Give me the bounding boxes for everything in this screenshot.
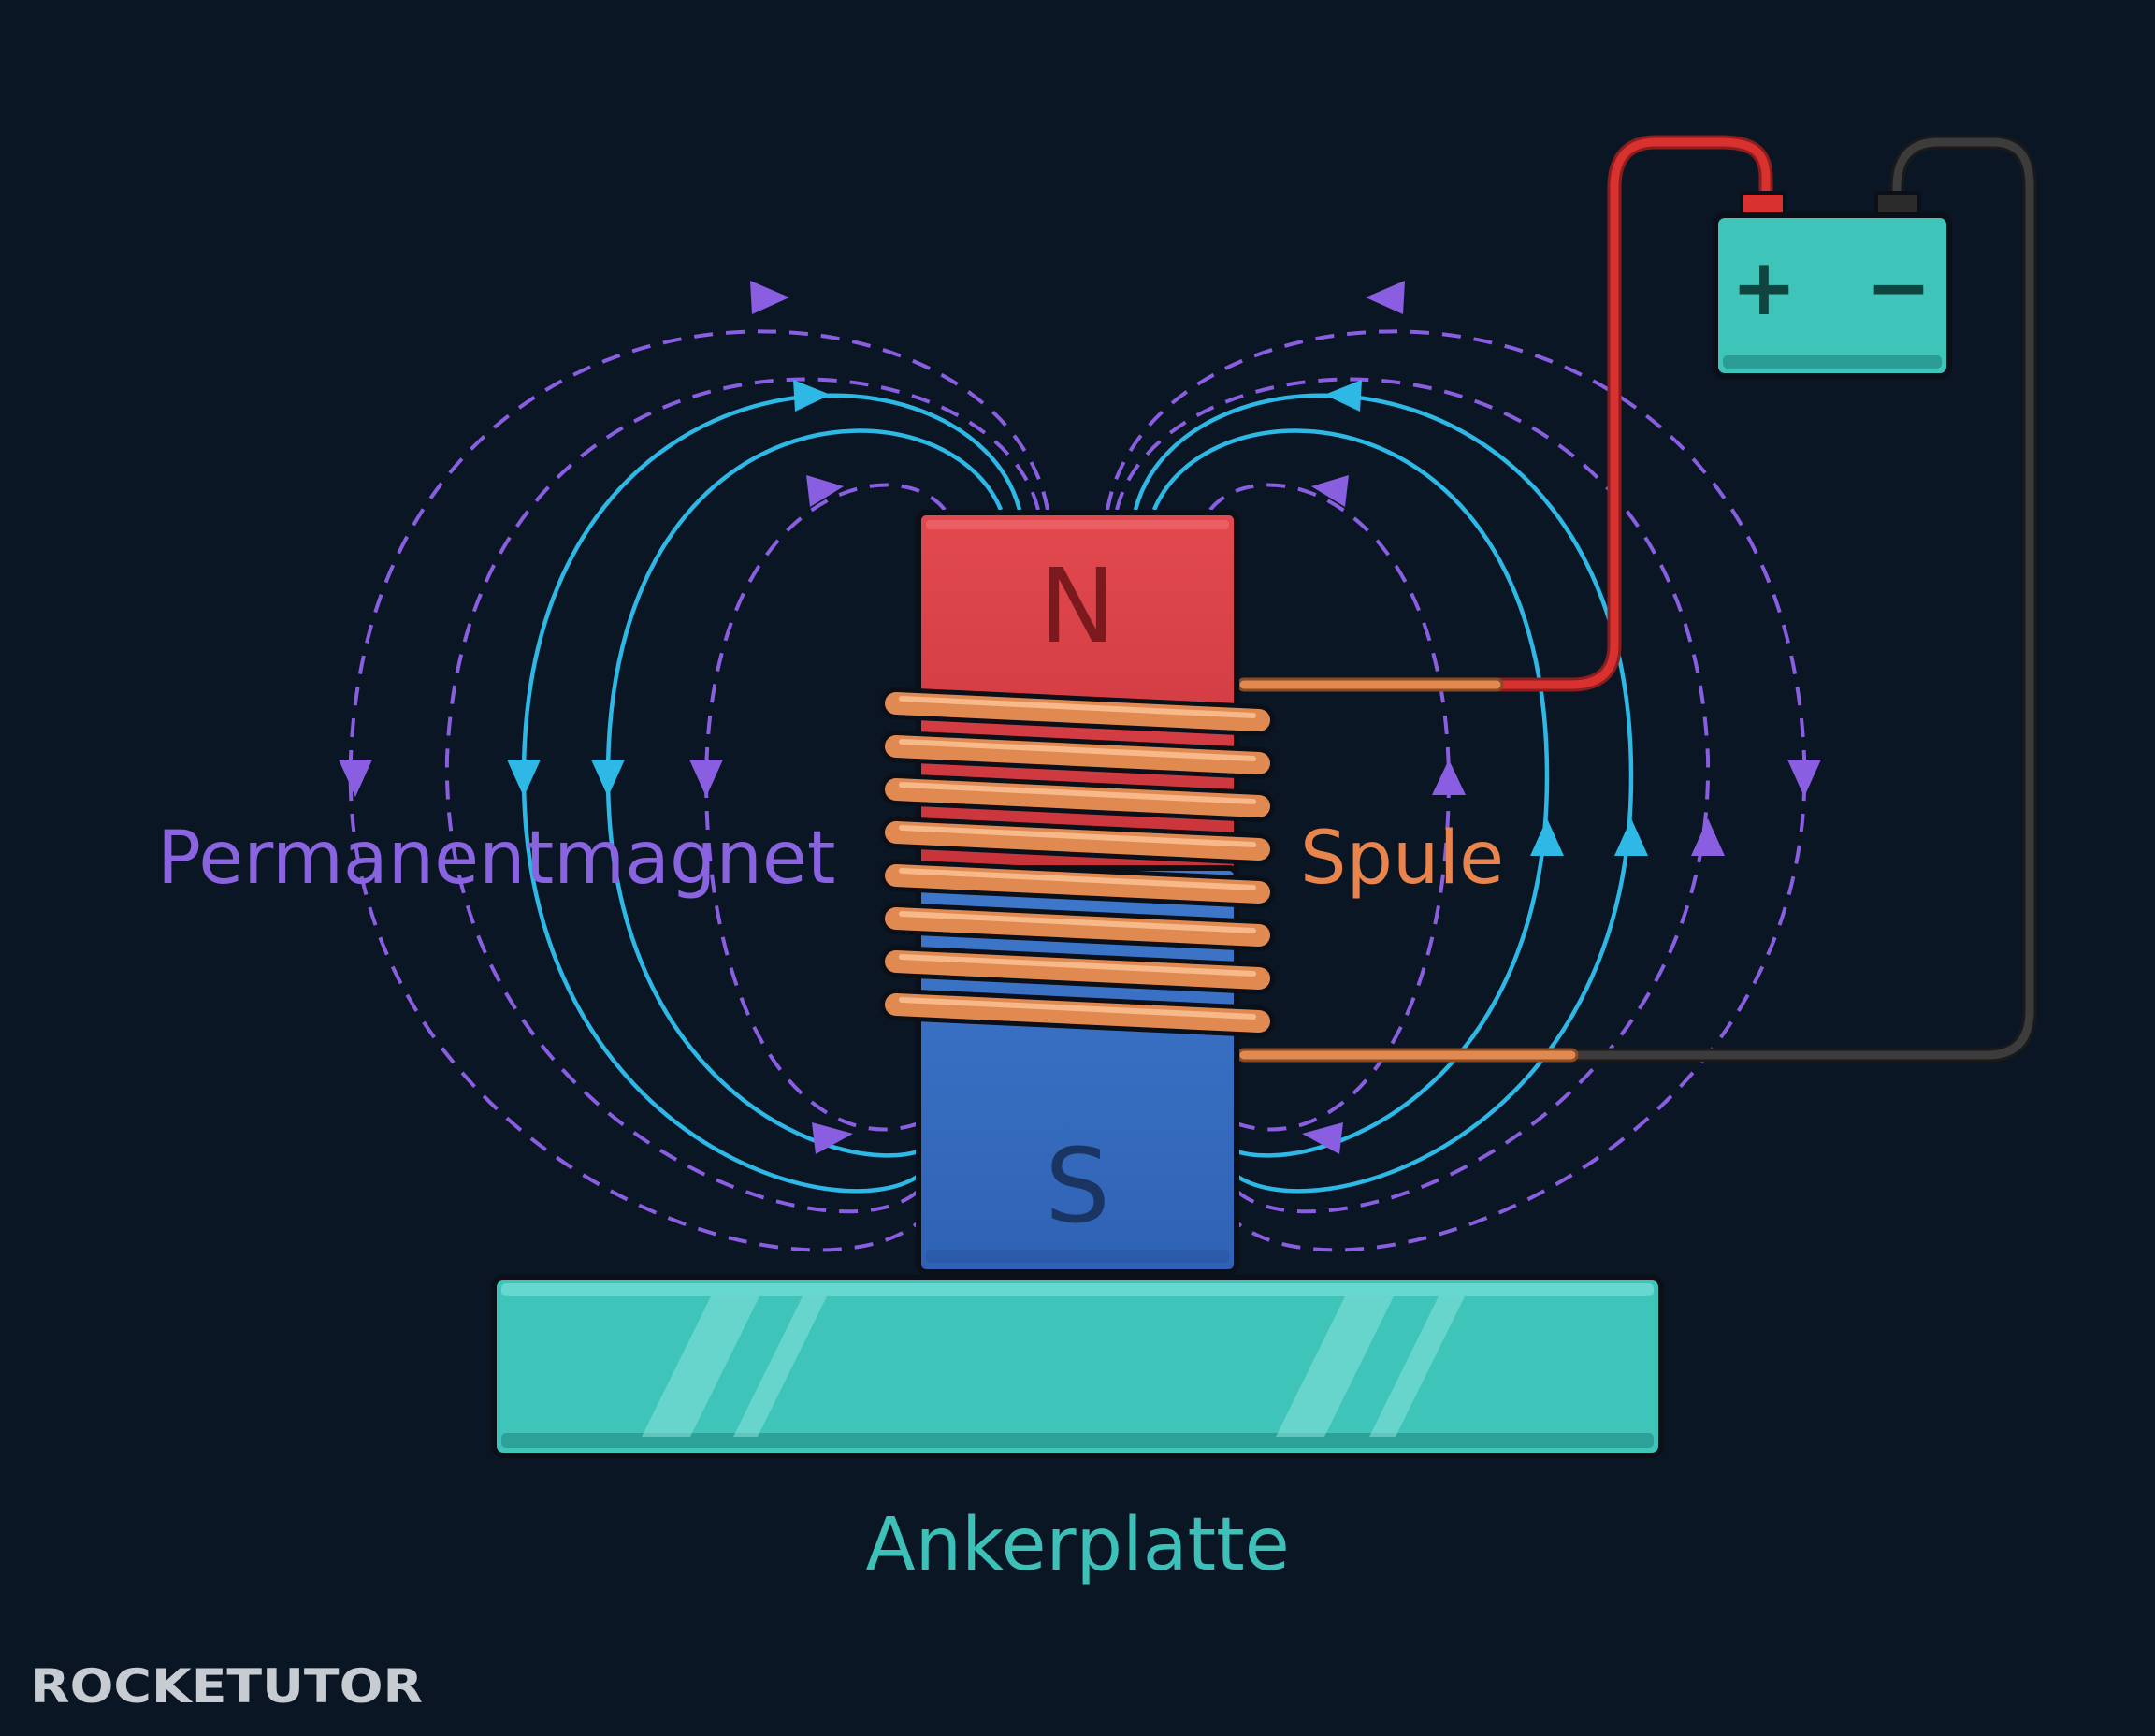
coil-winding-highlight (899, 825, 1256, 847)
coil-field-line (1151, 428, 1550, 1158)
field-arrow-icon (339, 760, 372, 797)
field-arrow-icon (1530, 818, 1564, 856)
coil-winding (885, 735, 1270, 774)
field-arrow-icon (507, 760, 541, 797)
battery: + − (1713, 191, 1952, 379)
coil-winding-highlight (899, 954, 1256, 976)
field-arrow-icon (1787, 760, 1821, 797)
coil-field-line (605, 428, 1004, 1158)
permanent-field-line (1106, 329, 1807, 1252)
field-arrow-icon (1302, 1122, 1343, 1154)
field-arrow-icon (689, 760, 723, 797)
coil-field-line (1133, 393, 1634, 1194)
coil-winding-highlight (899, 911, 1256, 933)
battery-minus-sign: − (1866, 241, 1931, 333)
coil-winding (885, 778, 1270, 817)
battery-negative-terminal (1874, 191, 1921, 217)
glare-mark (642, 1296, 759, 1437)
watermark-text: ROCKETUTOR (30, 1659, 423, 1714)
coil-winding (885, 950, 1270, 990)
permanent-field-line (703, 483, 947, 1132)
coil (880, 687, 1275, 1037)
armature-plate (491, 1275, 1664, 1458)
permanent-field-line (1208, 483, 1452, 1132)
battery-positive-terminal (1740, 191, 1786, 217)
field-lines-left (339, 281, 1049, 1252)
permanent-field-line (444, 377, 1040, 1214)
field-arrow-icon (1324, 380, 1362, 412)
coil-winding (885, 692, 1270, 731)
coil-winding-highlight (899, 997, 1256, 1020)
permanent-field-line (1115, 377, 1711, 1214)
field-arrow-icon (1691, 818, 1725, 856)
field-arrow-icon (812, 1122, 853, 1154)
coil-winding (885, 864, 1270, 904)
watermark-logo: ROCKETUTOR (30, 1659, 423, 1714)
field-arrow-icon (1614, 818, 1648, 856)
field-arrow-icon (1311, 475, 1349, 507)
field-arrow-icon (1366, 281, 1405, 314)
glare-mark (1276, 1296, 1394, 1437)
south-pole-label: S (1045, 1126, 1110, 1246)
positive-wire (1492, 137, 1771, 689)
coil-winding-highlight (899, 739, 1256, 761)
battery-body (1713, 212, 1952, 379)
circuit-wires (1237, 135, 2037, 1063)
field-arrow-icon (793, 380, 831, 412)
coil-winding (885, 821, 1270, 861)
coil-winding-highlight (899, 782, 1256, 804)
glare-mark (733, 1296, 827, 1437)
permanent-magnet-label: Permanentmagnet (157, 817, 835, 901)
north-pole-label: N (1039, 546, 1116, 666)
negative-wire (1567, 137, 2034, 1060)
field-lines-right (1106, 281, 1821, 1252)
battery-plus-sign: + (1731, 241, 1797, 333)
field-arrow-icon (591, 760, 625, 797)
glare-mark (1369, 1296, 1465, 1437)
field-arrow-icon (750, 281, 789, 314)
field-arrow-icon (1432, 760, 1466, 795)
armature-plate-label: Ankerplatte (865, 1503, 1289, 1587)
field-arrow-icon (806, 475, 844, 507)
coil-winding-highlight (899, 868, 1256, 890)
coil-winding (885, 907, 1270, 947)
permanent-field-line (348, 329, 1049, 1252)
coil-winding (885, 993, 1270, 1033)
coil-winding-highlight (899, 696, 1256, 718)
coil-label: Spule (1300, 817, 1504, 901)
coil-field-line (521, 393, 1022, 1194)
